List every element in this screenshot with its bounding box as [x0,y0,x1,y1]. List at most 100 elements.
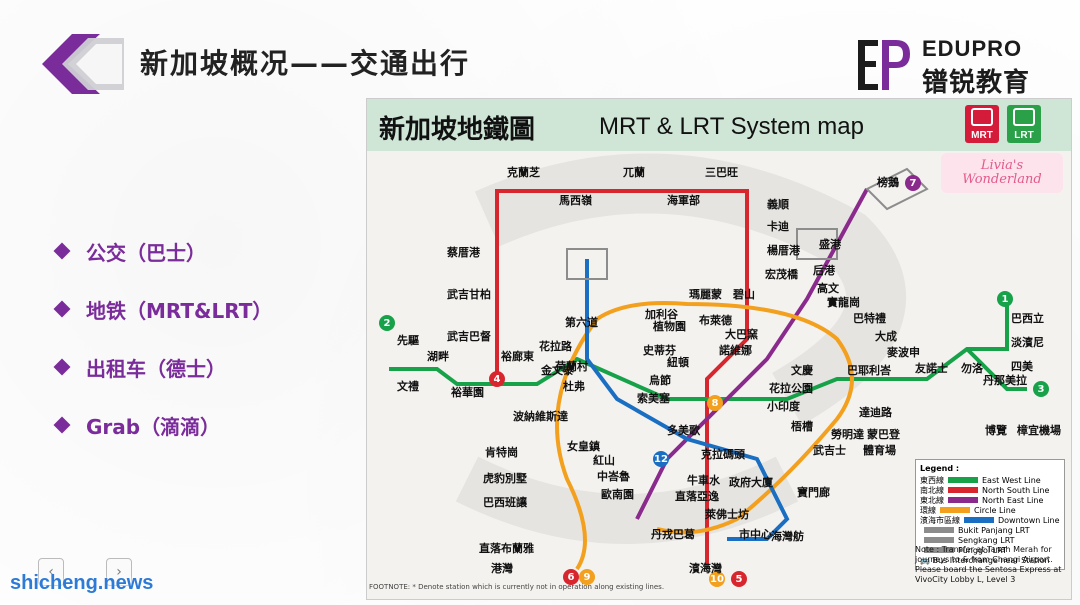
legend-row: Punggol LRT [920,545,1060,555]
diamond-bullet-icon [53,358,71,376]
station-label: 裕華園 [451,386,484,399]
station-label: 克拉碼頭 [701,448,745,461]
mrt-map: 新加坡地鐵圖 MRT & LRT System map MRT LRT Livi… [366,98,1072,600]
station-label: 女皇鎮 [567,440,600,453]
station-label: 巴西班讓 [483,496,527,509]
station-label: 裕廊東 [501,350,534,363]
title-decoration-icon [42,34,124,94]
station-label: 加利谷 [645,308,678,321]
circle-line-west [555,317,599,571]
station-label: 瑪麗蒙 [689,288,722,301]
watermark: shicheng.news [10,572,154,594]
station-label: 丹戎巴葛 [651,528,695,541]
diamond-bullet-icon [53,242,71,260]
line-3-marker-icon: 3 [1033,381,1049,397]
edupro-ep-icon [858,40,910,90]
north-south-line [495,189,749,569]
station-label: 虎豹別墅 [483,472,527,485]
station-label: 麥波申 [887,346,920,359]
station-label: 巴特禮 [853,312,886,325]
station-label: 波納維斯達 [513,410,568,423]
station-label: 碧山 [733,288,755,301]
sengkang-lrt [796,228,838,260]
station-label: 植物園 [653,320,686,333]
station-label: 榜鵝 [877,176,899,189]
station-label: 勞明達 [831,428,864,441]
station-label: 友諾士 [915,362,948,375]
station-label: 歐南園 [601,488,634,501]
train-icon [1013,108,1035,126]
station-label: 樟宜機場 [1017,424,1061,437]
station-label: 武吉士 [813,444,846,457]
station-label: 盛港 [819,238,841,251]
line-6-marker-icon: 6 [563,569,579,585]
station-label: 花拉公園 [769,382,813,395]
station-label: 直落布蘭雅 [479,542,534,555]
north-east-line [635,188,869,520]
diamond-bullet-icon [53,300,71,318]
station-label: 體育場 [863,444,896,457]
wonderland-logo: Livia's Wonderland [941,153,1063,193]
list-item: 地铁（MRT&LRT） [53,280,356,338]
station-label: 三巴旺 [705,166,738,179]
station-label: 政府大廈 [729,476,773,489]
station-label: 兀蘭 [623,166,645,179]
legend-swatch [940,507,970,513]
station-label: 濱海灣 [689,562,722,575]
station-label: 實龍崗 [827,296,860,309]
map-lines [389,153,1027,571]
station-label: 花拉路 [539,340,572,353]
station-label: 蒙巴登 [867,428,900,441]
station-label: 后港 [813,264,835,277]
map-footnote: FOOTNOTE: * Denote station which is curr… [369,583,665,591]
changi-branch-line [965,347,1027,391]
station-label: 荷蘭村 [555,360,588,373]
line-2-marker-icon: 2 [379,315,395,331]
station-label: 巴耶利峇 [847,364,891,377]
page-title: 新加坡概况——交通出行 [140,47,471,80]
chevron-left-icon: ‹ [48,564,54,580]
legend-swatch [948,487,978,493]
station-label: 勿洛 [961,362,983,375]
station-label: 萊佛士坊 [705,508,749,521]
list-item: 公交（巴士） [53,222,356,280]
legend-swatch [924,537,954,543]
station-label: 杜弗 [563,380,585,393]
station-label: 索美塞 [637,392,670,405]
station-label: 小印度 [767,400,800,413]
circle-line [595,301,854,535]
station-label: 先驅 [397,334,419,347]
legend-row: Bukit Panjang LRT [920,525,1060,535]
train-icon [971,108,993,126]
downtown-line [585,259,790,541]
station-label: 肯特崗 [485,446,518,459]
legend-swatch [948,497,978,503]
prev-slide-button[interactable]: ‹ [38,558,64,586]
station-label: 四美 [1011,360,1033,373]
station-label: 淡濱尼 [1011,336,1044,349]
legend-swatch [948,477,978,483]
next-slide-button[interactable]: › [106,558,132,586]
mrt-badge: MRT [965,105,999,143]
station-label: 第六道 [565,316,598,329]
station-label: 市中心 [739,528,772,541]
line-12-marker-icon: 12 [653,451,669,467]
station-label: 宏茂橋 [765,268,798,281]
station-label: 武吉甘柏 [447,288,491,301]
lrt-badge: LRT [1007,105,1041,143]
legend-swatch [924,547,954,553]
diamond-bullet-icon [53,416,71,434]
station-label: 梧槽 [791,420,813,433]
station-label: 大成 [875,330,897,343]
station-label: 蔡厝港 [447,246,480,259]
station-label: 史蒂芬 [643,344,676,357]
legend-swatch [924,527,954,533]
station-label: 紐頓 [667,356,689,369]
station-label: 馬西嶺 [559,194,592,207]
station-label: 克蘭芝 [507,166,540,179]
station-label: 巴西立 [1011,312,1044,325]
station-label: 諾維娜 [719,344,752,357]
